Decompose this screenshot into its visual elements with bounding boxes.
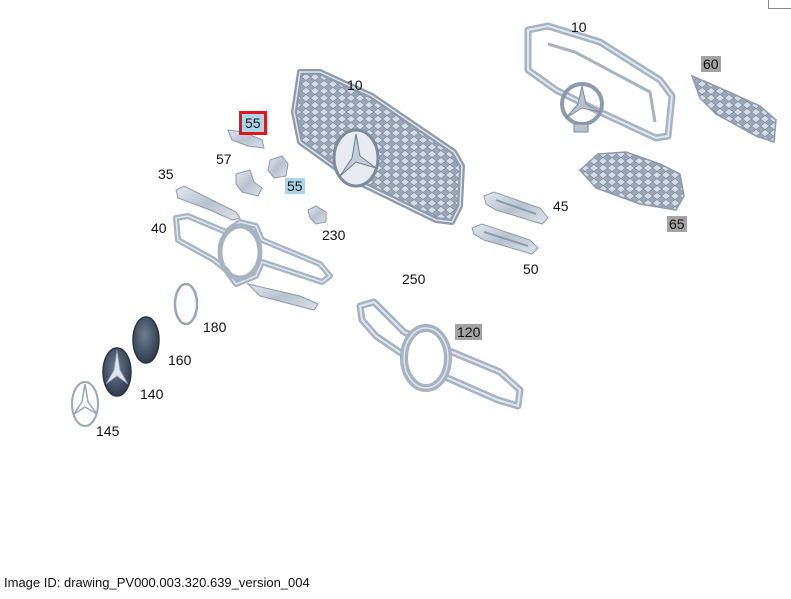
callout-250[interactable]: 250	[402, 271, 426, 287]
part-45-trim-strip[interactable]	[483, 191, 549, 225]
part-57-bracket[interactable]	[235, 169, 263, 197]
callout-10-top[interactable]: 10	[571, 19, 587, 35]
callout-50[interactable]: 50	[523, 261, 539, 277]
callout-55-selected[interactable]: 55	[239, 111, 267, 135]
callout-45[interactable]: 45	[553, 198, 569, 214]
callout-65[interactable]: 65	[667, 216, 687, 232]
part-50-trim-strip[interactable]	[471, 223, 539, 255]
part-230-clip[interactable]	[307, 205, 327, 225]
part-180-ring[interactable]	[173, 282, 199, 326]
callout-35[interactable]: 35	[158, 166, 174, 182]
part-250-lower-grille[interactable]	[356, 298, 524, 410]
callout-140[interactable]: 140	[140, 386, 164, 402]
part-145-star-outline[interactable]	[71, 381, 99, 427]
part-65-lower-mesh[interactable]	[578, 151, 685, 211]
callout-10-main[interactable]: 10	[347, 77, 363, 93]
callout-40[interactable]: 40	[151, 220, 167, 236]
corner-widget[interactable]	[768, 0, 791, 9]
callout-180[interactable]: 180	[203, 319, 227, 335]
callout-230[interactable]: 230	[322, 227, 346, 243]
part-40-grille-louver[interactable]	[173, 213, 333, 311]
part-10-main-grille[interactable]	[291, 69, 465, 225]
part-55-bracket[interactable]	[227, 129, 265, 149]
image-id-caption: Image ID: drawing_PV000.003.320.639_vers…	[4, 575, 310, 590]
callout-120[interactable]: 120	[455, 324, 483, 340]
callout-160[interactable]: 160	[168, 352, 192, 368]
callout-145[interactable]: 145	[96, 423, 120, 439]
part-60-mesh-insert[interactable]	[690, 74, 777, 144]
part-10-grille-frame-rear[interactable]	[524, 22, 676, 142]
part-35-upper-bar[interactable]	[175, 185, 241, 221]
part-140-star-emblem[interactable]	[102, 347, 132, 397]
callout-60[interactable]: 60	[701, 56, 721, 72]
part-160-emblem-plate[interactable]	[132, 316, 160, 364]
part-55-clip[interactable]	[267, 155, 289, 179]
callout-57[interactable]: 57	[216, 151, 232, 167]
callout-55[interactable]: 55	[285, 178, 305, 194]
